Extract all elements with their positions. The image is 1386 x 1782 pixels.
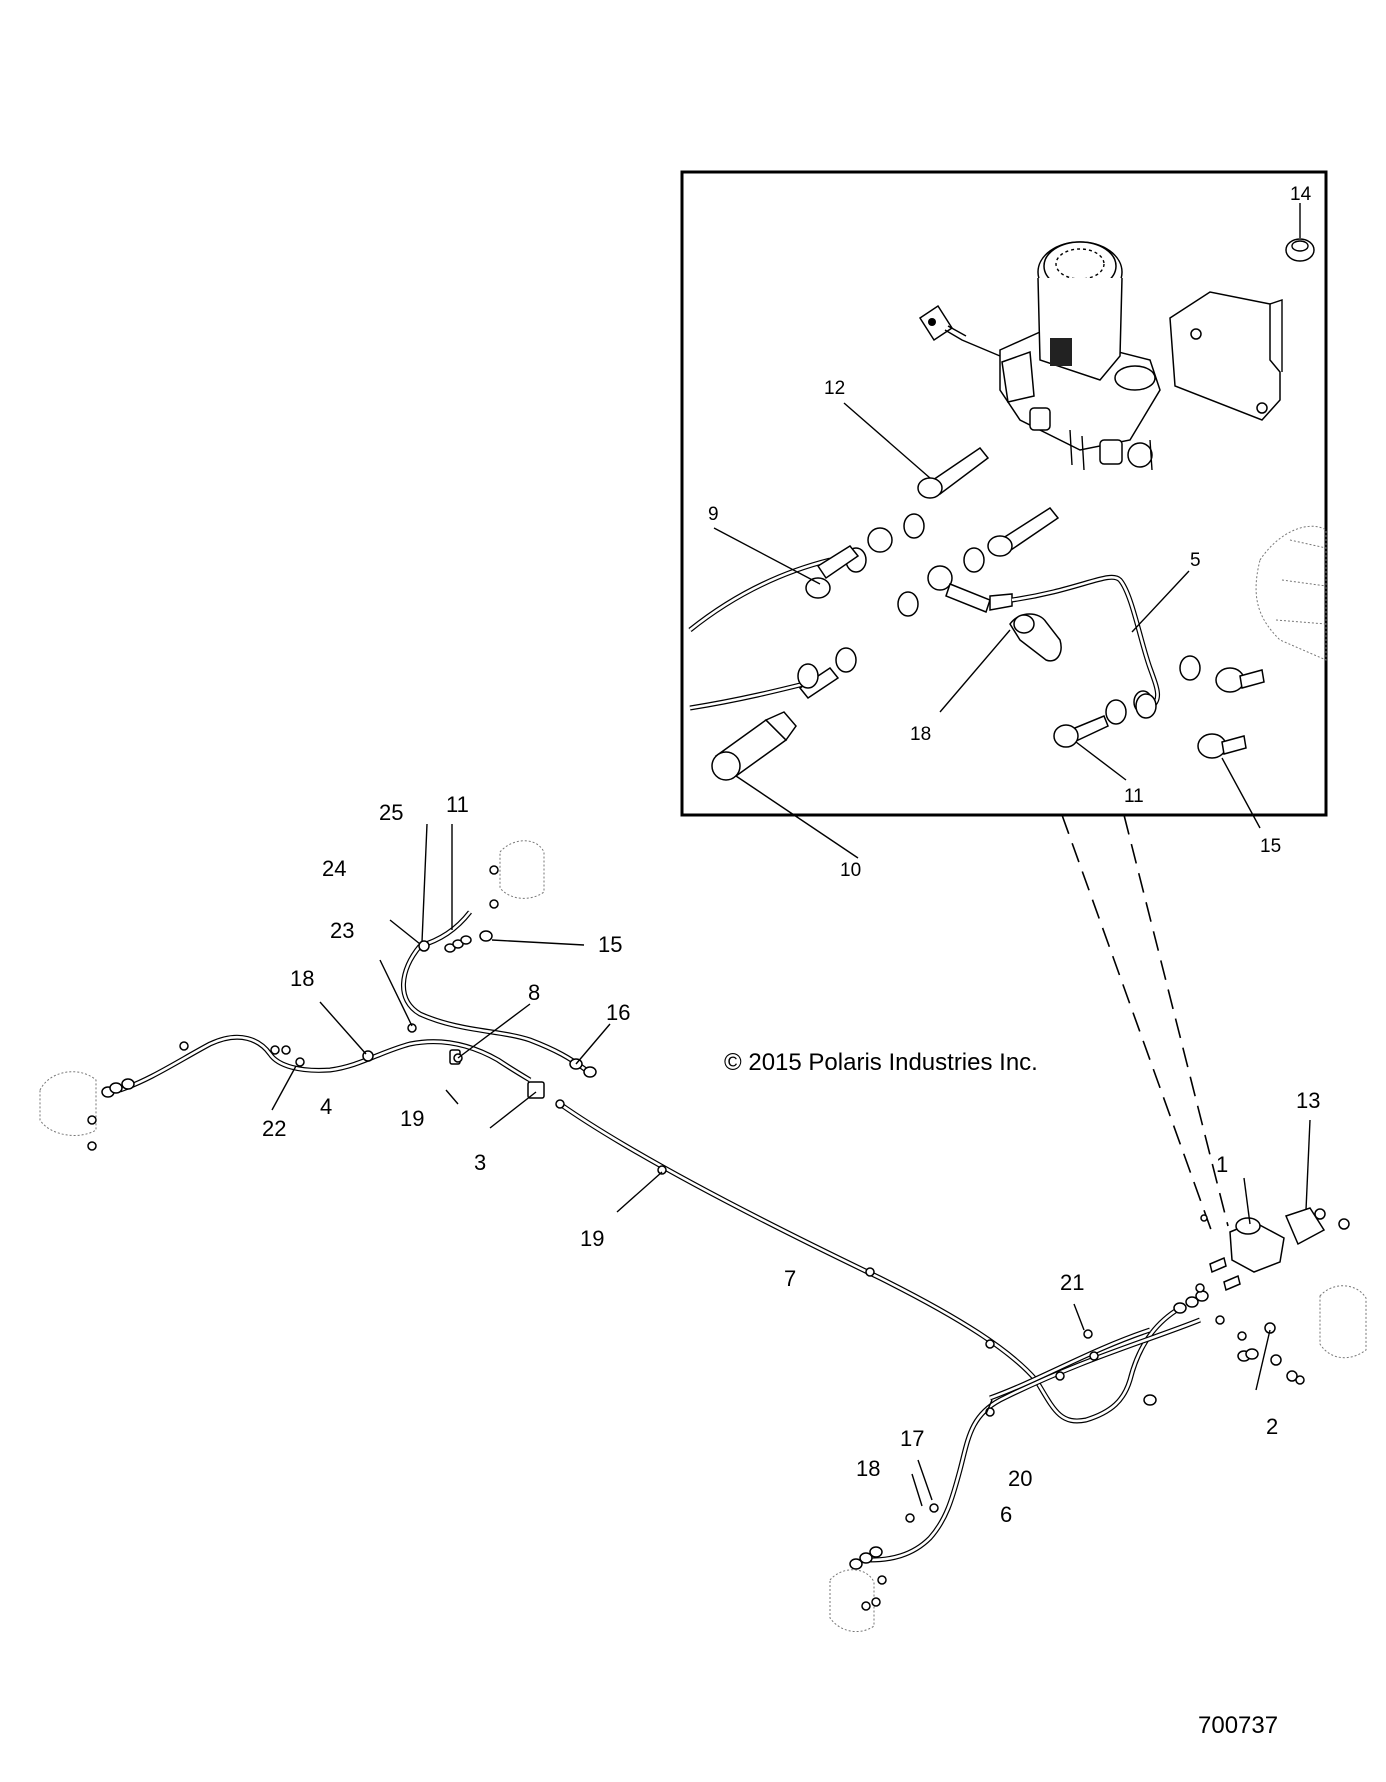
brake-line-5: [927, 565, 1160, 719]
brake-line-9: [688, 527, 893, 711]
clip-18: [1009, 613, 1062, 662]
callout-19-main: 19: [580, 1226, 604, 1251]
callout-11-inset: 11: [1124, 786, 1144, 807]
callout-8: 8: [528, 980, 540, 1005]
callout-6: 6: [1000, 1502, 1012, 1527]
callout-17: 17: [900, 1426, 924, 1451]
callout-24: 24: [322, 856, 346, 881]
line-end-fittings: [101, 930, 1298, 1611]
inset-pointer-right: [1123, 814, 1229, 1227]
bolt-11: [1053, 715, 1109, 748]
callout-19-left: 18: [290, 966, 314, 991]
brake-line-8: [401, 910, 588, 1073]
callout-14: 14: [1290, 184, 1312, 205]
background-assembly-sketch: [1255, 525, 1327, 661]
main-assembly: [39, 823, 1367, 1633]
caliper-sketches: [39, 840, 1367, 1633]
callout-4: 4: [320, 1094, 332, 1119]
callout-12: 12: [824, 378, 845, 399]
master-cylinder: [918, 241, 1161, 471]
callout-20-left: 19: [400, 1106, 424, 1131]
callout-3: 3: [474, 1150, 486, 1175]
nut-14: [1285, 238, 1315, 262]
callout-1: 1: [1216, 1152, 1228, 1177]
banjo-bolt-12: [917, 446, 990, 499]
callout-7: 7: [784, 1266, 796, 1291]
callout-16: 16: [606, 1000, 630, 1025]
callout-18-inset: 18: [910, 724, 931, 745]
callout-25: 25: [379, 800, 403, 825]
master-cylinder-assembly: [1195, 1207, 1350, 1293]
callout-20-main: 20: [1008, 1466, 1032, 1491]
mounting-bracket: [1169, 291, 1283, 421]
callout-9: 9: [708, 504, 719, 525]
callout-13: 13: [1296, 1088, 1320, 1113]
brake-line-7: [558, 1101, 1182, 1424]
callout-15-inset: 15: [1260, 836, 1281, 857]
detail-inset-frame: [680, 170, 1328, 817]
callout-11-main: 11: [446, 792, 469, 817]
callout-18-main: 18: [856, 1456, 880, 1481]
brake-line-4: [119, 1034, 532, 1093]
bolts-15: [1197, 667, 1265, 759]
callout-22: 22: [262, 1116, 286, 1141]
inset-leader-lines: [713, 203, 1301, 859]
main-leader-lines: [271, 823, 1311, 1507]
callout-5: 5: [1190, 550, 1201, 571]
line-clips: [270, 1023, 1099, 1513]
callout-21: 21: [1060, 1270, 1084, 1295]
detail-inset: [680, 170, 1328, 859]
caliper-bolts: [87, 865, 1305, 1607]
callout-2: 2: [1266, 1414, 1278, 1439]
banjo-bolt-mid: [987, 507, 1060, 557]
brake-switch-10: [711, 711, 797, 781]
figure-number: 700737: [1198, 1712, 1278, 1739]
callout-15-main: 15: [598, 932, 622, 957]
copyright-notice: © 2015 Polaris Industries Inc.: [724, 1049, 1038, 1076]
callout-10: 10: [840, 860, 861, 881]
inset-pointer-left: [1061, 814, 1215, 1239]
callout-23: 23: [330, 918, 354, 943]
brake-line-6: [869, 1317, 1201, 1563]
